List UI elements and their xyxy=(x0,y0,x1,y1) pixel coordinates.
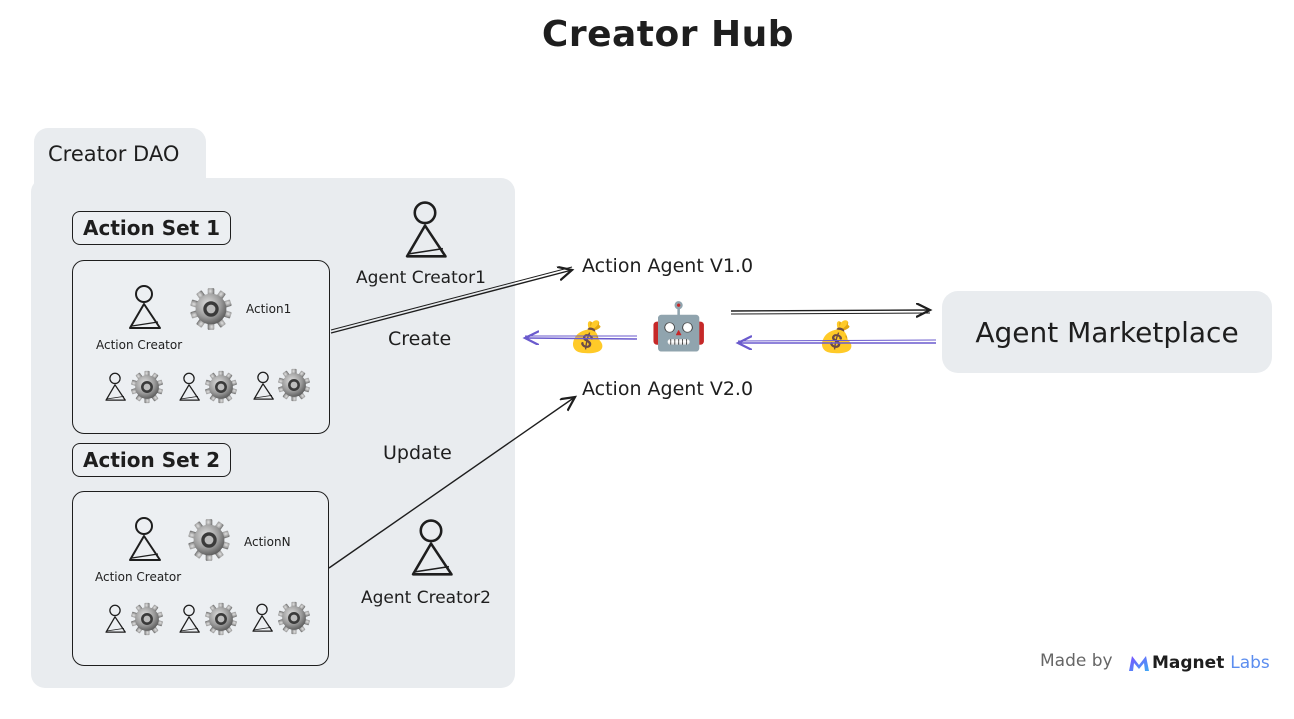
agent-v1-label: Action Agent V1.0 xyxy=(582,255,754,277)
money-bag-icon: 💰 xyxy=(818,320,856,355)
agent-marketplace-label: Agent Marketplace xyxy=(975,315,1239,349)
agent-creator-1-icon xyxy=(405,201,447,258)
action-set-2-title: Action Set 2 xyxy=(72,443,232,477)
gear-icon xyxy=(130,370,164,404)
action-set-1-box xyxy=(72,260,330,434)
brand-accent: Labs xyxy=(1230,653,1270,673)
action-creator-icon xyxy=(129,285,161,329)
create-arrow xyxy=(330,270,572,334)
agent-v2-label: Action Agent V2.0 xyxy=(582,378,754,400)
money-bag-icon: 💰 xyxy=(569,320,607,355)
gear-icon xyxy=(188,519,230,561)
gear-icon xyxy=(130,602,164,636)
person-icon xyxy=(105,604,126,633)
create-edge-label: Create xyxy=(388,328,452,350)
magnet-labs-logo-icon xyxy=(1128,654,1150,676)
update-edge-label: Update xyxy=(383,442,452,464)
action-set-2-action-label: ActionN xyxy=(244,535,291,549)
action-set-1-action-label: Action1 xyxy=(246,302,292,316)
made-by-text: Made by xyxy=(1040,651,1113,671)
gear-icon xyxy=(204,602,238,636)
person-icon xyxy=(105,372,126,401)
gear-icon xyxy=(277,601,311,635)
publish-arrow xyxy=(730,310,930,311)
agent-marketplace-box: Agent Marketplace xyxy=(942,291,1272,373)
gear-icon xyxy=(190,288,232,330)
person-icon xyxy=(252,603,273,632)
person-icon xyxy=(179,372,200,401)
action-set-2-box xyxy=(72,491,329,666)
brand-name: Magnet Labs xyxy=(1152,653,1270,673)
robot-agent-icon: 🤖 xyxy=(650,299,708,353)
action-set-1-creator-label: Action Creator xyxy=(96,338,183,352)
brand-main: Magnet xyxy=(1152,653,1225,673)
update-arrow xyxy=(328,397,575,569)
action-set-2-creator-label: Action Creator xyxy=(95,570,182,584)
creator-dao-label: Creator DAO xyxy=(48,142,180,166)
agent-creator-1-label: Agent Creator1 xyxy=(356,268,486,288)
diagram-title: Creator Hub xyxy=(541,14,795,55)
person-icon xyxy=(253,371,274,400)
agent-creator-2-label: Agent Creator2 xyxy=(361,588,491,608)
gear-icon xyxy=(277,368,311,402)
person-icon xyxy=(179,604,200,633)
agent-creator-2-icon xyxy=(411,519,453,576)
action-creator-icon xyxy=(129,517,161,561)
action-set-1-title: Action Set 1 xyxy=(72,211,232,245)
payment-arrow-to-creators xyxy=(525,338,638,339)
gear-icon xyxy=(204,370,238,404)
